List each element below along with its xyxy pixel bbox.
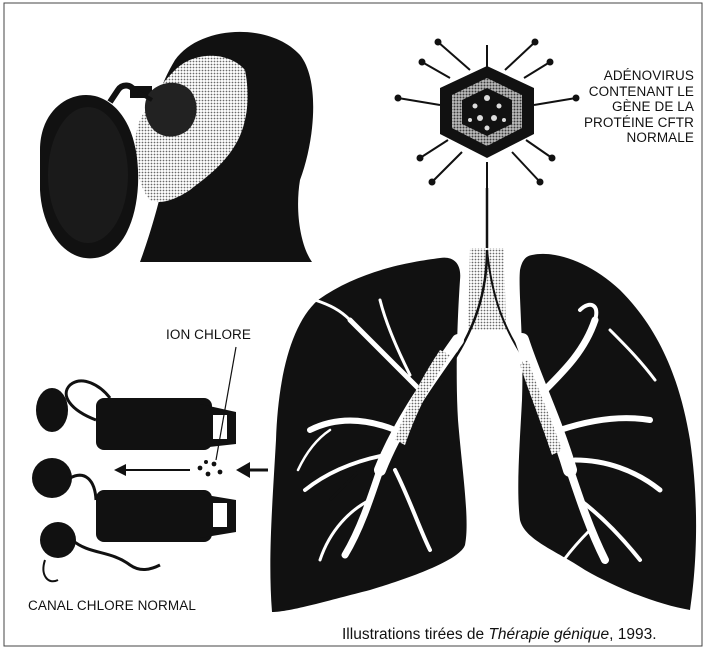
patient-with-mask [40,32,313,262]
adenovirus-label-line: CONTENANT LE [554,84,694,100]
canal-chlore-label: CANAL CHLORE NORMAL [28,598,196,614]
credit-book-title: Thérapie génique [488,626,609,643]
adenovirus-label-line: PROTÉINE CFTR [554,115,694,131]
adenovirus-label-line: ADÉNOVIRUS [554,68,694,84]
adenovirus-label-line: GÈNE DE LA [554,99,694,115]
ion-chlore-label: ION CHLORE [166,327,251,343]
adenovirus [395,39,580,251]
face-mask [145,83,197,137]
adenovirus-label: ADÉNOVIRUS CONTENANT LE GÈNE DE LA PROTÉ… [554,68,694,146]
credit-prefix: Illustrations tirées de [342,626,488,643]
illustration-credit: Illustrations tirées de Thérapie génique… [342,626,657,644]
left-lung [270,258,466,612]
lungs [270,248,696,612]
chloride-channel [32,347,268,581]
adenovirus-label-line: NORMALE [554,130,694,146]
credit-suffix: , 1993. [609,626,656,643]
